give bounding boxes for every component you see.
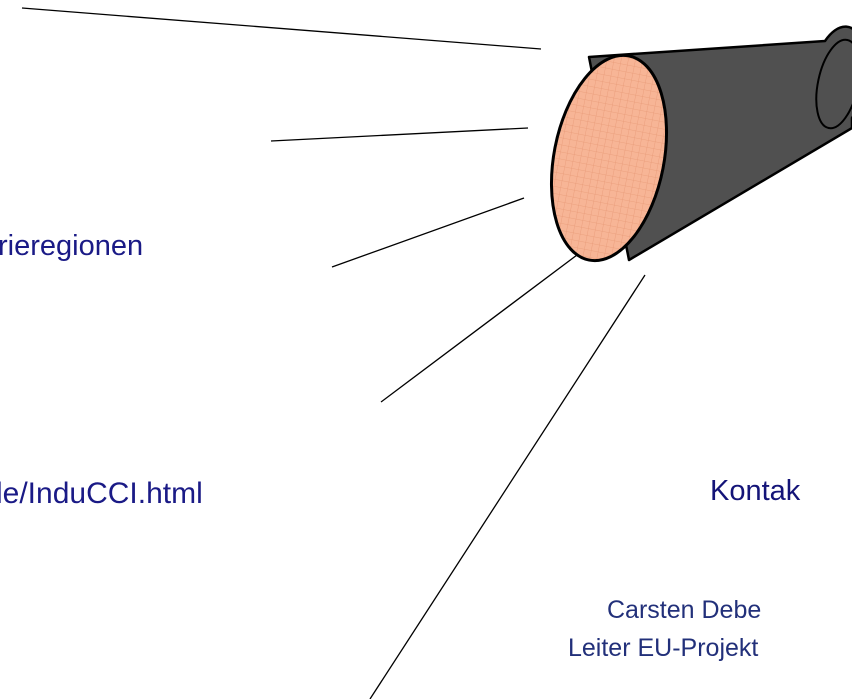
sound-line-2 xyxy=(270,127,529,142)
contact-heading-fragment: Kontak xyxy=(710,475,801,507)
sound-line-5 xyxy=(369,274,646,699)
contact-role-fragment: Leiter EU-Projekt xyxy=(568,634,759,662)
heading-regions-fragment: rieregionen xyxy=(0,230,144,262)
sound-line-3 xyxy=(331,197,525,268)
megaphone-back-rim xyxy=(815,38,852,130)
sound-line-4 xyxy=(380,254,578,403)
megaphone-mouth xyxy=(549,53,669,263)
url-fragment[interactable]: le/InduCCI.html xyxy=(0,477,203,510)
contact-name-fragment: Carsten Debe xyxy=(607,596,762,624)
sound-line-1 xyxy=(21,7,542,50)
